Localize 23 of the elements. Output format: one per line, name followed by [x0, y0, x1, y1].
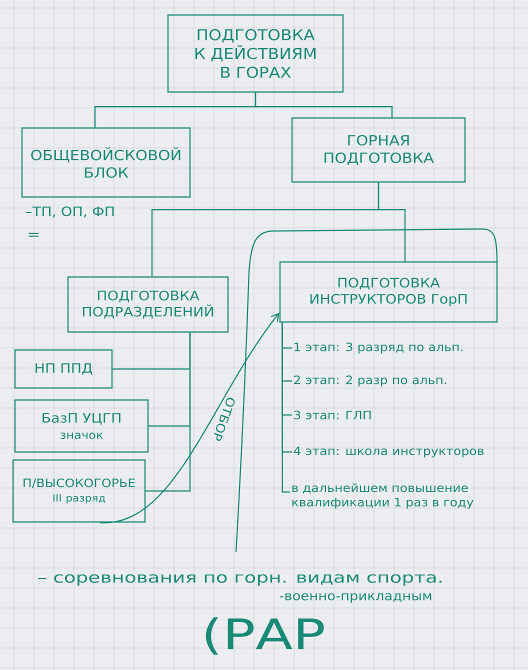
list-item: 2 этап: 2 разр по альп.: [294, 376, 446, 386]
category-box: П/ВЫСОКОГОРЬЕ III разряд: [12, 459, 146, 523]
connector-line: [378, 182, 406, 262]
connector-line: [282, 322, 290, 493]
list-item: 3 этап: ГЛП: [294, 410, 371, 420]
connector-line: [254, 92, 393, 118]
category-box: ГОРНАЯ ПОДГОТОВКА: [291, 117, 466, 183]
note-text: -военно-прикладным: [280, 593, 432, 603]
note-text: (РАР: [206, 617, 324, 655]
category-box: БазП УЦГП значок: [14, 399, 149, 453]
list-item: 4 этап: школа инструкторов: [294, 446, 484, 458]
category-box: НП ППД: [14, 349, 113, 389]
category-box: ПОДГОТОВКА ПОДРАЗДЕЛЕНИЙ: [67, 276, 229, 333]
title-box: ПОДГОТОВКА К ДЕЙСТВИЯМ В ГОРАХ: [167, 14, 344, 93]
connector-line: [146, 332, 191, 492]
category-box: ОБЩЕВОЙСКОВОЙ БЛОК: [21, 127, 191, 198]
note-text: –ТП, ОП, ФП: [26, 206, 114, 218]
note-text: – соревнования по горн. видам спорта.: [38, 574, 442, 586]
curved-arrow: [100, 312, 280, 524]
list-item: в дальнейшем повышение квалификации 1 раз в году: [292, 483, 474, 509]
note-text: =: [28, 232, 38, 237]
category-box: ПОДГОТОВКА ИНСТРУКТОРОВ ГорП: [279, 261, 498, 323]
list-item: 1 этап: 3 разряд по альп.: [294, 342, 462, 354]
